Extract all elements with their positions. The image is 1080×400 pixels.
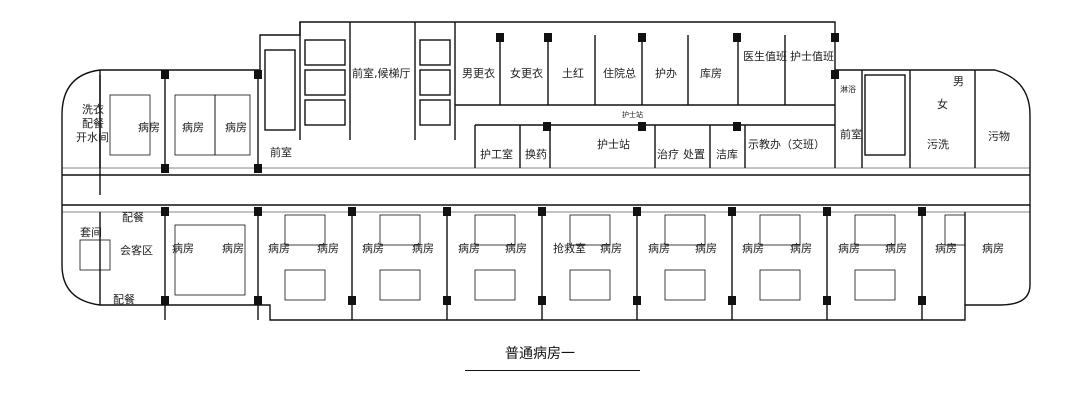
- label-nurse-duty: 护士值班: [790, 49, 834, 63]
- label-ward-south-4: 病房: [317, 241, 339, 255]
- label-dressing: 换药: [525, 147, 547, 161]
- label-resident-doctor: 住院总: [603, 66, 636, 80]
- label-wc-female: 女: [937, 97, 948, 111]
- label-ward-south-3: 病房: [268, 241, 290, 255]
- label-rescue: 抢救室: [553, 241, 586, 255]
- label-pantry2: 配餐: [113, 292, 135, 306]
- label-nurse-station: 护士站: [597, 137, 630, 151]
- label-warehouse: 库房: [700, 67, 722, 80]
- label-ward-south-10: 病房: [648, 241, 670, 255]
- label-lounge: 套间: [80, 226, 102, 239]
- label-nurse-leader: 土红: [562, 67, 584, 80]
- structural-columns: [161, 33, 926, 305]
- label-ward-south-11: 病房: [695, 241, 717, 255]
- label-ward-south-1: 病房: [172, 241, 194, 255]
- label-ward-nw2: 病房: [182, 120, 204, 134]
- label-washing-3: 开水间: [76, 131, 109, 144]
- label-male-changing: 男更衣: [462, 66, 495, 80]
- label-lobby: 前室,候梯厅: [352, 66, 411, 80]
- label-front-room: 前室: [270, 145, 292, 159]
- label-ward-south-17: 病房: [982, 241, 1004, 255]
- north-room-labels: 前室,候梯厅 男更衣 女更衣 土红 住院总 护办 库房 医生值班 护士值班 洗衣…: [76, 49, 1010, 161]
- label-dirty-items: 污物: [988, 129, 1010, 143]
- label-ward-south-2: 病房: [222, 241, 244, 255]
- label-ward-nw1: 病房: [138, 120, 160, 134]
- label-treatment: 治疗: [657, 147, 679, 161]
- label-shower: 淋浴: [840, 84, 856, 94]
- label-ward-nw3: 病房: [225, 120, 247, 134]
- label-pantry: 配餐: [122, 210, 144, 224]
- label-demo-office: 示教办（交班）: [748, 137, 825, 151]
- label-female-changing: 女更衣: [510, 66, 543, 80]
- label-dirty-wash: 污洗: [927, 138, 949, 151]
- label-washing-1: 洗衣: [82, 102, 104, 116]
- label-ward-south-13: 病房: [790, 241, 812, 255]
- label-ward-south-7: 病房: [458, 241, 480, 255]
- label-ward-south-8: 病房: [505, 241, 527, 255]
- label-reception: 会客区: [120, 243, 153, 257]
- label-ward-south-14: 病房: [838, 241, 860, 255]
- label-doctor-duty: 医生值班: [743, 49, 787, 63]
- label-ward-south-5: 病房: [362, 241, 384, 255]
- label-ward-south-6: 病房: [412, 241, 434, 255]
- walls: [61, 21, 1031, 321]
- label-nurse-work: 护工室: [480, 147, 513, 161]
- label-washing-2: 配餐: [82, 116, 104, 130]
- label-ward-south-12: 病房: [742, 241, 764, 255]
- south-room-labels: 套间 配餐 配餐 会客区 抢救室: [80, 210, 586, 306]
- label-front-room-e: 前室: [840, 127, 862, 141]
- plan-caption: 普通病房一: [505, 346, 575, 362]
- label-station-sign: 护士站: [622, 110, 643, 119]
- label-clean-store: 洁库: [716, 148, 738, 161]
- label-ward-south-9: 病房: [600, 241, 622, 255]
- south-ward-labels: 病房 病房 病房 病房 病房 病房 病房 病房 病房 病房 病房 病房 病房 病房 病房 病房 病房: [172, 241, 1004, 255]
- label-wc-male: 男: [953, 75, 964, 88]
- label-nurse-office: 护办: [655, 66, 677, 80]
- label-ward-south-15: 病房: [885, 241, 907, 255]
- label-disposal: 处置: [683, 148, 705, 161]
- label-ward-south-16: 病房: [935, 241, 957, 255]
- caption-underline: [465, 370, 640, 371]
